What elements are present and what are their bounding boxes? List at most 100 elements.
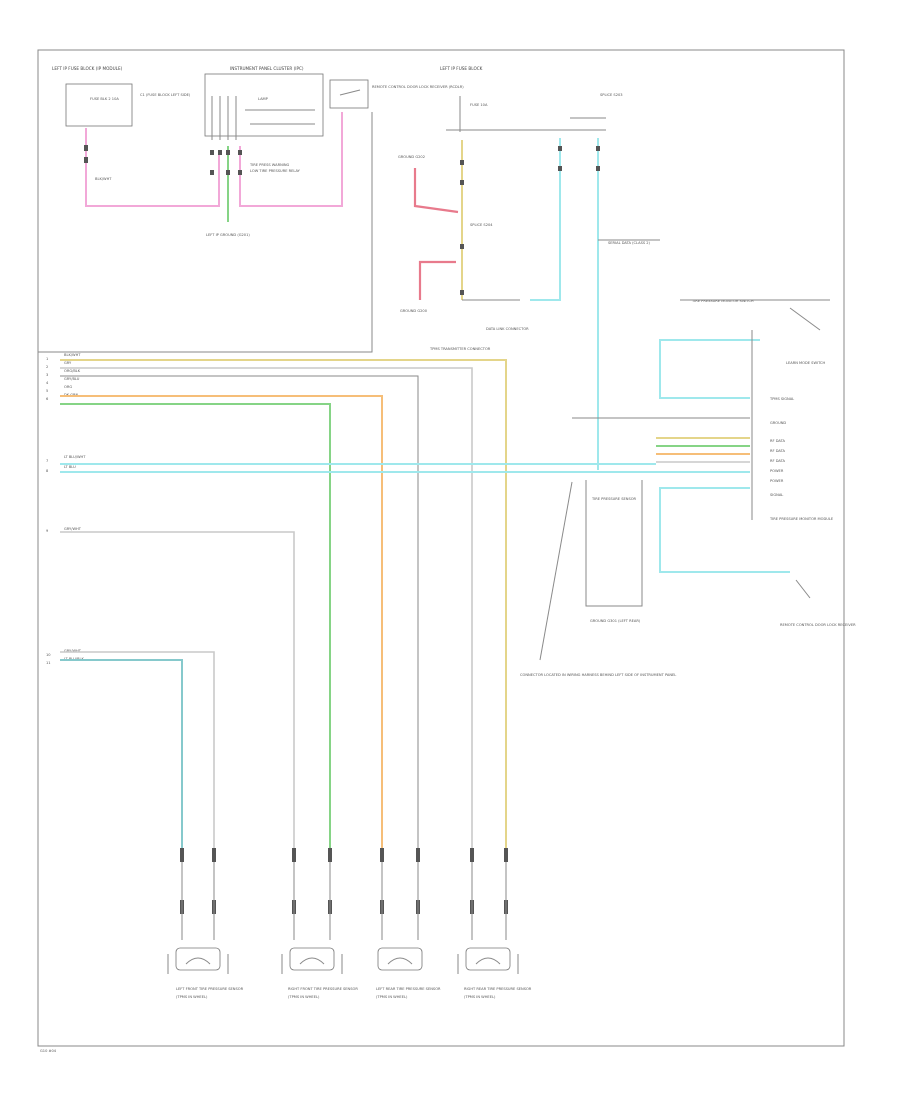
svg-text:TIRE PRESS WARNING: TIRE PRESS WARNING <box>249 163 290 167</box>
cyan-wire-top <box>530 138 561 301</box>
svg-text:3: 3 <box>46 373 48 377</box>
svg-text:FUSE BLK 2 10A: FUSE BLK 2 10A <box>90 97 119 101</box>
svg-text:LEARN MODE SWITCH: LEARN MODE SWITCH <box>786 361 826 365</box>
svg-text:POWER: POWER <box>770 479 784 483</box>
svg-text:9: 9 <box>46 529 49 533</box>
fuse-mid: LEFT IP FUSE BLOCK FUSE 10A <box>440 66 488 132</box>
tpms-learn-switch: LEARN MODE SWITCH <box>786 361 826 365</box>
wire-run-5 <box>60 403 331 860</box>
svg-text:GROUND: GROUND <box>770 421 786 425</box>
data-link-connector: DATA LINK CONNECTOR <box>462 299 529 331</box>
svg-text:(TPMS IN WHEEL): (TPMS IN WHEEL) <box>464 995 496 999</box>
svg-text:SPLICE S204: SPLICE S204 <box>470 223 493 227</box>
cyan-lower-loop <box>659 487 790 573</box>
svg-text:LT BLU: LT BLU <box>64 465 76 469</box>
harness-note: CONNECTOR LOCATED IN WIRING HARNESS BEHI… <box>520 481 676 677</box>
svg-text:(TPMS IN WHEEL): (TPMS IN WHEEL) <box>288 995 320 999</box>
svg-text:GRY/WHT: GRY/WHT <box>64 527 82 531</box>
svg-text:CONNECTOR LOCATED IN WIRING HA: CONNECTOR LOCATED IN WIRING HARNESS BEHI… <box>520 673 676 677</box>
remote-receiver: REMOTE CONTROL DOOR LOCK RECEIVER <box>780 579 856 627</box>
svg-text:4: 4 <box>46 381 49 385</box>
pink-wire-fuse <box>85 128 220 207</box>
cyan-switch-loop <box>659 339 760 399</box>
splice-s204: SPLICE S204 <box>470 223 493 227</box>
sensor-lr: LEFT REAR TIRE PRESSURE SENSOR (TPMS IN … <box>376 947 441 999</box>
svg-text:RF DATA: RF DATA <box>770 459 786 463</box>
svg-text:TIRE PRESSURE MONITOR MODULE: TIRE PRESSURE MONITOR MODULE <box>769 517 834 521</box>
svg-text:GRY: GRY <box>64 361 72 365</box>
svg-text:DATA LINK CONNECTOR: DATA LINK CONNECTOR <box>486 327 529 331</box>
wire-run-2 <box>60 367 473 860</box>
wire-run-4 <box>60 395 383 860</box>
wire-run-8 <box>60 531 295 860</box>
svg-text:GROUND G200: GROUND G200 <box>400 309 428 313</box>
svg-text:2: 2 <box>46 365 48 369</box>
svg-text:TIRE PRESSURE SENSOR: TIRE PRESSURE SENSOR <box>591 497 637 501</box>
red-wire-lower <box>418 260 456 300</box>
instrument-cluster: INSTRUMENT PANEL CLUSTER (IPC) LAMP TIRE… <box>204 66 324 173</box>
svg-text:(TPMS IN WHEEL): (TPMS IN WHEEL) <box>376 995 408 999</box>
wire-label-column: BLK/WHT GRY ORG/BLK GRY/BLU ORG DK GRN L… <box>64 353 86 661</box>
svg-text:LEFT IP FUSE BLOCK (IP MODULE): LEFT IP FUSE BLOCK (IP MODULE) <box>52 66 123 71</box>
svg-text:LEFT REAR TIRE PRESSURE SENSOR: LEFT REAR TIRE PRESSURE SENSOR <box>376 987 441 991</box>
svg-text:POWER: POWER <box>770 469 784 473</box>
svg-text:LAMP: LAMP <box>258 97 269 101</box>
svg-text:GRY/BLU: GRY/BLU <box>64 377 80 381</box>
svg-text:(TPMS IN WHEEL): (TPMS IN WHEEL) <box>176 995 208 999</box>
ground-g200: GROUND G200 <box>400 309 428 313</box>
wire-run-1 <box>60 359 507 860</box>
svg-text:SIGNAL: SIGNAL <box>770 493 783 497</box>
sensor-connectors <box>180 848 508 914</box>
svg-text:LEFT FRONT TIRE PRESSURE SENSO: LEFT FRONT TIRE PRESSURE SENSOR <box>176 987 244 991</box>
sensor-drops <box>181 862 507 940</box>
svg-text:BLK/WHT: BLK/WHT <box>95 177 112 181</box>
left-fuse-block: LEFT IP FUSE BLOCK (IP MODULE) FUSE BLK … <box>52 66 191 127</box>
wire-run-9 <box>60 651 215 860</box>
svg-text:LOW TIRE PRESSURE RELAY: LOW TIRE PRESSURE RELAY <box>250 169 301 173</box>
svg-text:ORG: ORG <box>64 385 72 389</box>
svg-text:TPMS SIGNAL: TPMS SIGNAL <box>769 397 794 401</box>
svg-text:SERIAL DATA (CLASS 2): SERIAL DATA (CLASS 2) <box>608 241 651 245</box>
mid-connectors <box>460 160 464 295</box>
svg-text:FUSE 10A: FUSE 10A <box>470 103 488 107</box>
svg-text:10: 10 <box>46 653 51 657</box>
svg-text:LT BLU/WHT: LT BLU/WHT <box>64 455 86 459</box>
upper-left-box <box>38 112 373 353</box>
sensor-lf: LEFT FRONT TIRE PRESSURE SENSOR (TPMS IN… <box>167 947 244 999</box>
footer-code: G10 #04 <box>40 1049 57 1053</box>
svg-text:5: 5 <box>46 389 48 393</box>
svg-text:11: 11 <box>46 661 51 665</box>
svg-text:TIRE PRESSURE MONITOR SWITCH: TIRE PRESSURE MONITOR SWITCH <box>691 299 754 303</box>
connector-fuse <box>84 145 88 163</box>
serial-data: SERIAL DATA (CLASS 2) <box>598 239 660 245</box>
power-sensor: TIRE PRESSURE SENSOR <box>591 497 637 501</box>
sensor-rr: RIGHT REAR TIRE PRESSURE SENSOR (TPMS IN… <box>457 947 532 999</box>
svg-text:RF DATA: RF DATA <box>770 449 786 453</box>
svg-text:SPLICE S203: SPLICE S203 <box>600 93 623 97</box>
ground-g201: LEFT IP GROUND (G201) <box>206 233 250 237</box>
right-module-bottom: TPMS TRANSMITTER CONNECTOR <box>429 347 491 351</box>
svg-text:RF DATA: RF DATA <box>770 439 786 443</box>
pink-wire-cluster <box>239 112 343 207</box>
diagram-frame <box>37 49 845 1047</box>
svg-text:ORG/BLK: ORG/BLK <box>64 369 81 373</box>
svg-text:TPMS TRANSMITTER CONNECTOR: TPMS TRANSMITTER CONNECTOR <box>429 347 491 351</box>
tpms-module: TIRE PRESSURE MONITOR MODULE TPMS SIGNAL… <box>751 330 834 521</box>
svg-text:RIGHT FRONT TIRE PRESSURE SENS: RIGHT FRONT TIRE PRESSURE SENSOR <box>288 987 358 991</box>
row-numbers: 1 2 3 4 5 6 7 8 9 10 11 <box>46 357 51 665</box>
svg-text:GROUND G202: GROUND G202 <box>398 155 425 159</box>
ground-g202: GROUND G202 <box>398 155 425 159</box>
right-relay: REMOTE CONTROL DOOR LOCK RECEIVER (RCDLR… <box>329 79 464 109</box>
svg-text:INSTRUMENT PANEL CLUSTER (IPC): INSTRUMENT PANEL CLUSTER (IPC) <box>230 66 304 71</box>
svg-text:RIGHT REAR TIRE PRESSURE SENSO: RIGHT REAR TIRE PRESSURE SENSOR <box>464 987 532 991</box>
svg-text:7: 7 <box>46 459 48 463</box>
wire-run-3 <box>60 375 419 860</box>
red-wire-upper <box>413 168 459 214</box>
sensor-rf: RIGHT FRONT TIRE PRESSURE SENSOR (TPMS I… <box>281 947 358 999</box>
svg-text:GRY/WHT: GRY/WHT <box>64 649 82 653</box>
low-ground: GROUND G301 (LEFT REAR) <box>585 480 643 623</box>
tpms-buttons: TIRE PRESSURE MONITOR SWITCH <box>680 299 830 331</box>
svg-text:REMOTE CONTROL DOOR LOCK RECEI: REMOTE CONTROL DOOR LOCK RECEIVER (RCDLR… <box>372 85 464 89</box>
svg-text:REMOTE CONTROL DOOR LOCK RECEI: REMOTE CONTROL DOOR LOCK RECEIVER <box>780 623 856 627</box>
